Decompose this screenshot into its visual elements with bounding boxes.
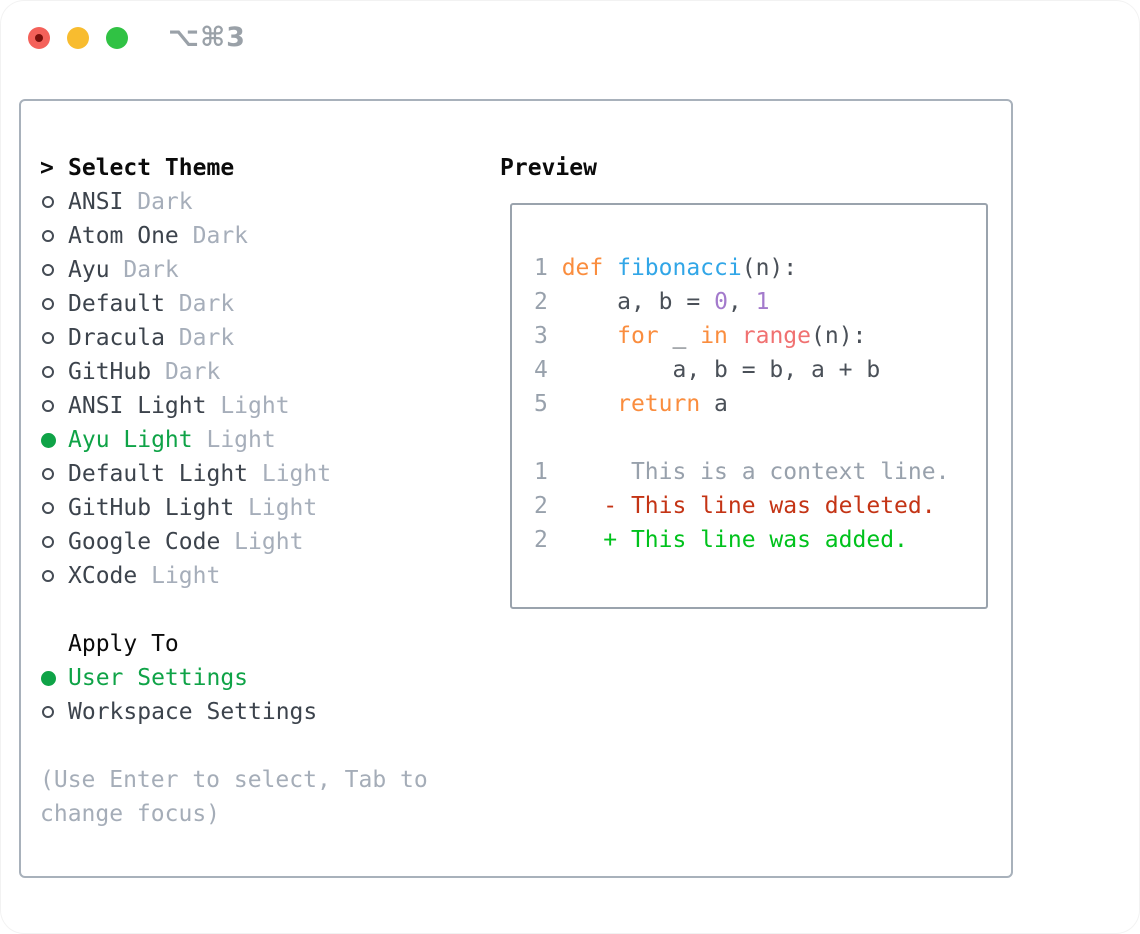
theme-name: Dracula [68,325,165,351]
code-line: 5 return a [534,391,728,417]
theme-name: Ayu Light [68,427,193,453]
code-line [534,421,986,455]
title-bar: ⌥⌘3 [0,0,1140,76]
code-line: 2 + This line was added. [534,527,908,553]
code-line: 1 def fibonacci(n): [534,255,798,281]
radio-icon [40,536,68,548]
theme-item-ayu-light-light[interactable]: Ayu Light Light [40,423,428,457]
theme-item-dracula-dark[interactable]: Dracula Dark [40,321,428,355]
radio-icon [40,332,68,344]
code-line: 3 for _ in range(n): [534,323,867,349]
code-line: 1 This is a context line. [534,459,950,485]
close-button[interactable] [28,27,50,49]
radio-selected-icon [40,670,68,686]
theme-item-github-light-light[interactable]: GitHub Light Light [40,491,428,525]
preview-box: 1 def fibonacci(n): 2 a, b = 0, 1 3 for _ … [510,203,988,609]
radio-icon [40,298,68,310]
theme-variant: Light [234,495,318,521]
radio-icon [40,400,68,412]
apply-to-title: Apply To [68,631,179,657]
help-text: (Use Enter to select, Tab to [40,767,428,793]
theme-variant: Dark [178,223,249,249]
theme-name: ANSI [68,189,124,215]
theme-variant: Dark [123,189,193,215]
radio-icon [40,264,68,276]
radio-selected-icon [40,432,68,448]
code-line: 2 - This line was deleted. [534,493,936,519]
theme-name: Google Code [68,529,221,555]
radio-icon [40,570,68,582]
theme-name: Default [68,291,165,317]
theme-item-ayu-dark[interactable]: Ayu Dark [40,253,428,287]
apply-option-workspace-settings[interactable]: Workspace Settings [40,695,428,729]
code-preview: 1 def fibonacci(n): 2 a, b = 0, 1 3 for _ … [512,205,986,557]
theme-name: Atom One [68,223,179,249]
apply-option-user-settings[interactable]: User Settings [40,661,428,695]
theme-variant: Dark [164,325,235,351]
radio-icon [40,366,68,378]
apply-to-header: Apply To [40,627,428,661]
theme-item-github-dark[interactable]: GitHub Dark [40,355,428,389]
theme-list-header: > Select Theme [40,151,428,185]
theme-name: GitHub [68,359,152,385]
theme-list-title: Select Theme [68,155,235,181]
preview-title: Preview [500,155,597,181]
theme-variant: Light [248,461,332,487]
minimize-button[interactable] [67,27,89,49]
theme-name: Default Light [68,461,249,487]
radio-icon [40,468,68,480]
theme-item-default-dark[interactable]: Default Dark [40,287,428,321]
apply-option-label: Workspace Settings [68,699,318,725]
radio-icon [40,706,68,718]
theme-variant: Dark [109,257,179,283]
theme-variant: Dark [151,359,221,385]
theme-name: XCode [68,563,138,589]
apply-option-label: User Settings [68,665,249,691]
spacer-row [40,729,428,763]
theme-item-ansi-light-light[interactable]: ANSI Light Light [40,389,428,423]
theme-variant: Light [137,563,221,589]
radio-icon [40,230,68,242]
theme-variant: Light [220,529,304,555]
zoom-button[interactable] [106,27,128,49]
radio-icon [40,502,68,514]
theme-item-ansi-dark[interactable]: ANSI Dark [40,185,428,219]
radio-icon [40,196,68,208]
theme-name: ANSI Light [68,393,207,419]
code-line: 2 a, b = 0, 1 [534,289,770,315]
theme-variant: Dark [164,291,235,317]
cursor-icon: > [40,155,54,181]
theme-name: Ayu [68,257,110,283]
theme-name: GitHub Light [68,495,235,521]
theme-item-default-light-light[interactable]: Default Light Light [40,457,428,491]
code-line: 4 a, b = b, a + b [534,357,881,383]
theme-item-xcode-light[interactable]: XCode Light [40,559,428,593]
theme-item-google-code-light[interactable]: Google Code Light [40,525,428,559]
spacer-row [40,593,428,627]
theme-variant: Light [206,393,290,419]
theme-variant: Light [192,427,276,453]
keyboard-shortcut-label: ⌥⌘3 [168,22,246,53]
help-text: change focus) [40,801,221,827]
theme-item-atom-one-dark[interactable]: Atom One Dark [40,219,428,253]
